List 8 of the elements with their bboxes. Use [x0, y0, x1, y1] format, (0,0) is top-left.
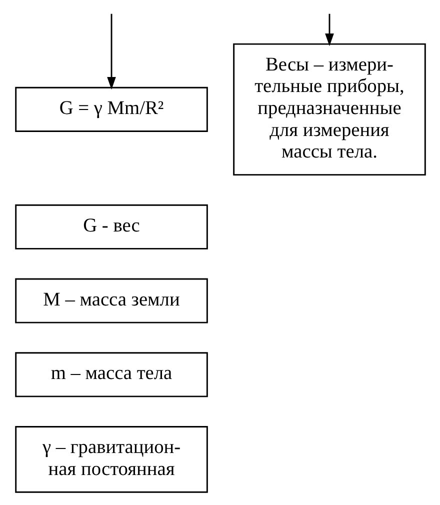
node-box: Весы – измери- тельные приборы, предназначенные для измерения массы тела.: [232, 43, 426, 176]
node-box: M – масса земли: [14, 278, 208, 324]
arrow: [324, 14, 334, 46]
node-box: m – масса тела: [14, 352, 208, 398]
node-box: G - вес: [14, 204, 208, 250]
node-box: γ – гравитацион- ная постоянная: [14, 426, 208, 493]
node-box: G = γ Mm/R²: [14, 86, 208, 132]
arrow: [106, 14, 116, 90]
